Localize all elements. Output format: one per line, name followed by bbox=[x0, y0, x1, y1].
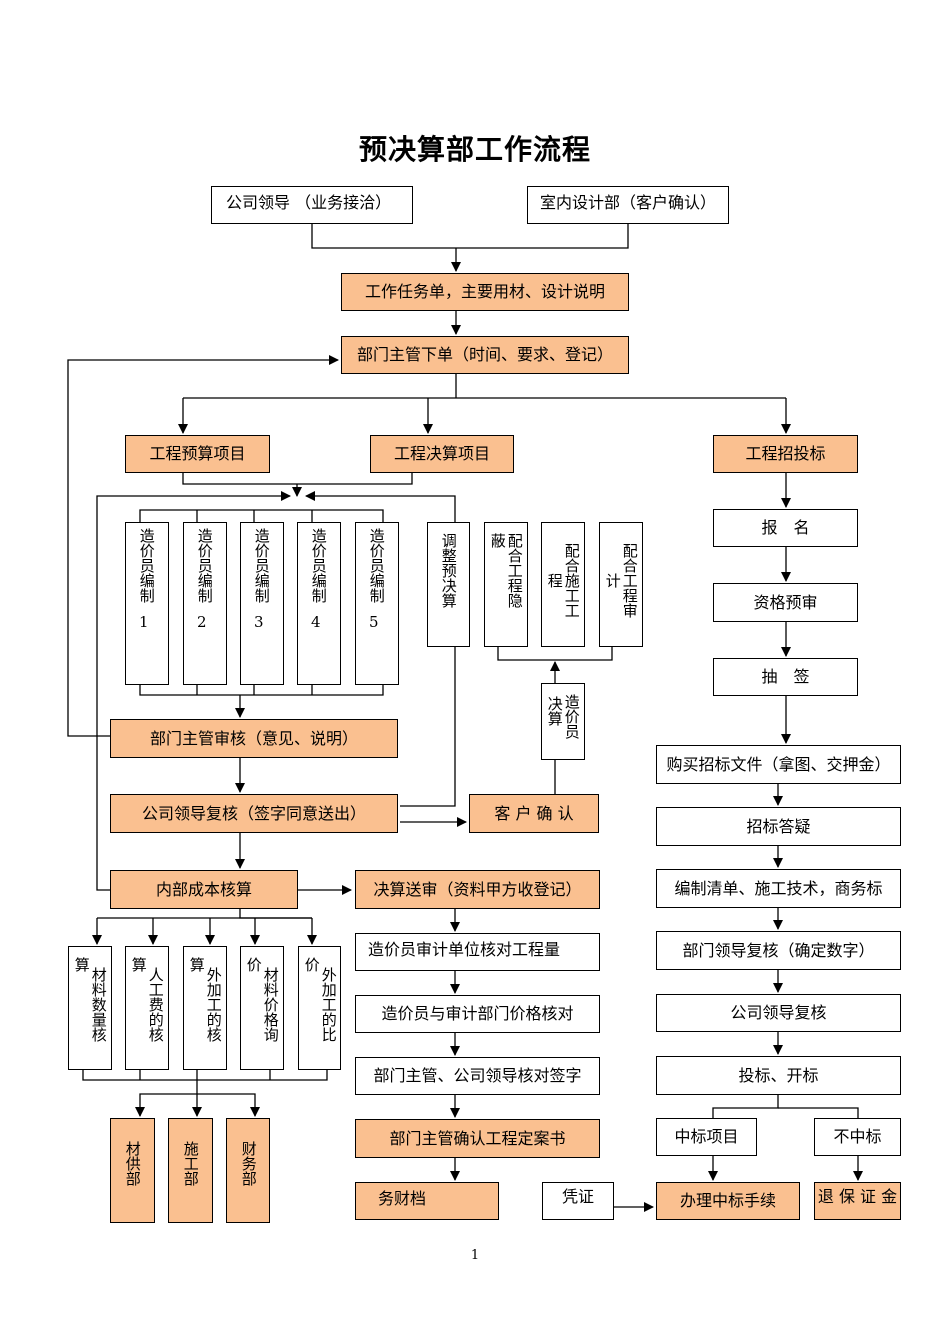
co-review-box: 公司领导复核 bbox=[656, 994, 901, 1032]
coord-box-2-label: 配合施工工 bbox=[562, 543, 581, 618]
bill-box: 编制清单、施工技术，商务标 bbox=[656, 869, 901, 908]
open-bid-box: 投标、开标 bbox=[656, 1056, 901, 1095]
coord-box-1: 蔽 配合工程隐 bbox=[484, 522, 528, 647]
editor-label-3: 造价员编制 bbox=[252, 528, 271, 603]
cost-item-3: 算 外加工的核 bbox=[183, 946, 227, 1070]
editor-num-5: 5 bbox=[369, 613, 379, 631]
cost-item-3-label: 外加工的核 bbox=[204, 967, 223, 1042]
cost-item-5: 价 外加工的比 bbox=[298, 946, 341, 1070]
coord-box-1-label: 配合工程隐 bbox=[505, 533, 524, 608]
cost-item-4-prefix: 价 bbox=[244, 957, 263, 972]
coord-box-3-label: 配合工程审 bbox=[620, 543, 639, 618]
cost-item-1-prefix: 算 bbox=[72, 957, 91, 972]
coord-box-2: 程 配合施工工 bbox=[541, 522, 585, 647]
company-leader-box: 公司领导 （业务接洽） bbox=[211, 186, 413, 224]
coord-box-3-prefix: 计 bbox=[603, 573, 622, 588]
editor-label-1: 造价员编制 bbox=[137, 528, 156, 603]
win-box: 中标项目 bbox=[656, 1118, 757, 1156]
cost-item-3-prefix: 算 bbox=[187, 957, 206, 972]
editor-box-4: 造价员编制 4 bbox=[297, 522, 341, 685]
co-leader-review-box: 公司领导复核（签字同意送出） bbox=[110, 794, 398, 833]
qa-box: 招标答疑 bbox=[656, 807, 901, 846]
editor-label-4: 造价员编制 bbox=[309, 528, 328, 603]
dept-order-box: 部门主管下单（时间、要求、登记） bbox=[341, 336, 629, 374]
cost-person-box: 决算 造价员 bbox=[541, 683, 585, 760]
final-project-box: 工程决算项目 bbox=[370, 435, 514, 473]
adjust-budget-label: 调整预决算 bbox=[439, 533, 458, 608]
budget-project-box: 工程预算项目 bbox=[125, 435, 270, 473]
dept-finance: 财务部 bbox=[226, 1118, 270, 1223]
lottery-box: 抽 签 bbox=[713, 658, 858, 696]
sign-off-box: 部门主管、公司领导核对签字 bbox=[355, 1057, 600, 1095]
buy-docs-box: 购买招标文件（拿图、交押金） bbox=[656, 745, 901, 784]
dept-materials: 材供部 bbox=[110, 1118, 155, 1223]
editor-label-2: 造价员编制 bbox=[195, 528, 214, 603]
cost-item-2: 算 人工费的核 bbox=[125, 946, 169, 1070]
cost-person-label: 造价员 bbox=[562, 694, 581, 739]
cost-item-2-label: 人工费的核 bbox=[146, 967, 165, 1042]
cost-item-1-label: 材料数量核 bbox=[89, 967, 108, 1042]
editor-box-1: 造价员编制 1 bbox=[125, 522, 169, 685]
cost-item-4: 价 材料价格询 bbox=[240, 946, 284, 1070]
cost-accounting-box: 内部成本核算 bbox=[110, 870, 298, 909]
signup-box: 报 名 bbox=[713, 509, 858, 547]
bidding-box: 工程招投标 bbox=[713, 435, 858, 473]
coord-box-2-prefix: 程 bbox=[545, 573, 564, 588]
editor-label-5: 造价员编制 bbox=[367, 528, 386, 603]
task-sheet-box: 工作任务单，主要用材、设计说明 bbox=[341, 273, 629, 311]
editor-box-5: 造价员编制 5 bbox=[355, 522, 399, 685]
confirm-book-box: 部门主管确认工程定案书 bbox=[355, 1119, 600, 1158]
prequal-box: 资格预审 bbox=[713, 583, 858, 622]
dept-finance-label: 财务部 bbox=[239, 1141, 258, 1186]
dept-materials-label: 材供部 bbox=[123, 1141, 142, 1186]
client-confirm-box: 客 户 确 认 bbox=[469, 794, 599, 833]
dept-construction: 施工部 bbox=[168, 1118, 213, 1223]
cost-person-prefix: 决算 bbox=[545, 696, 564, 726]
final-submit-box: 决算送审（资料甲方收登记） bbox=[355, 870, 600, 909]
editor-num-3: 3 bbox=[254, 613, 264, 631]
cost-item-5-prefix: 价 bbox=[302, 957, 321, 972]
cost-item-2-prefix: 算 bbox=[129, 957, 148, 972]
archive-box: 务财档 bbox=[355, 1182, 499, 1220]
editor-num-4: 4 bbox=[311, 613, 321, 631]
coord-box-1-prefix: 蔽 bbox=[488, 533, 507, 548]
cost-item-5-label: 外加工的比 bbox=[319, 967, 338, 1042]
refund-deposit-box: 退 保 证 金 bbox=[814, 1182, 901, 1220]
audit-quantity-box: 造价员审计单位核对工程量 bbox=[355, 933, 600, 971]
adjust-budget-box: 调整预决算 bbox=[427, 522, 470, 647]
win-procedure-box: 办理中标手续 bbox=[656, 1182, 800, 1220]
cost-item-1: 算 材料数量核 bbox=[68, 946, 112, 1070]
editor-num-1: 1 bbox=[139, 613, 149, 631]
editor-box-3: 造价员编制 3 bbox=[240, 522, 284, 685]
lose-box: 不中标 bbox=[814, 1118, 901, 1156]
audit-price-box: 造价员与审计部门价格核对 bbox=[355, 995, 600, 1033]
page-title: 预决算部工作流程 bbox=[358, 133, 591, 166]
page-number: 1 bbox=[470, 1248, 480, 1263]
editor-box-2: 造价员编制 2 bbox=[183, 522, 227, 685]
design-dept-box: 室内设计部（客户确认） bbox=[527, 186, 729, 224]
voucher-box: 凭证 bbox=[542, 1182, 614, 1220]
dept-construction-label: 施工部 bbox=[181, 1141, 200, 1186]
coord-box-3: 计 配合工程审 bbox=[599, 522, 643, 647]
cost-item-4-label: 材料价格询 bbox=[261, 967, 280, 1042]
editor-num-2: 2 bbox=[197, 613, 207, 631]
dept-review-num-box: 部门领导复核（确定数字） bbox=[656, 931, 901, 970]
dept-audit-box: 部门主管审核（意见、说明） bbox=[110, 719, 398, 758]
